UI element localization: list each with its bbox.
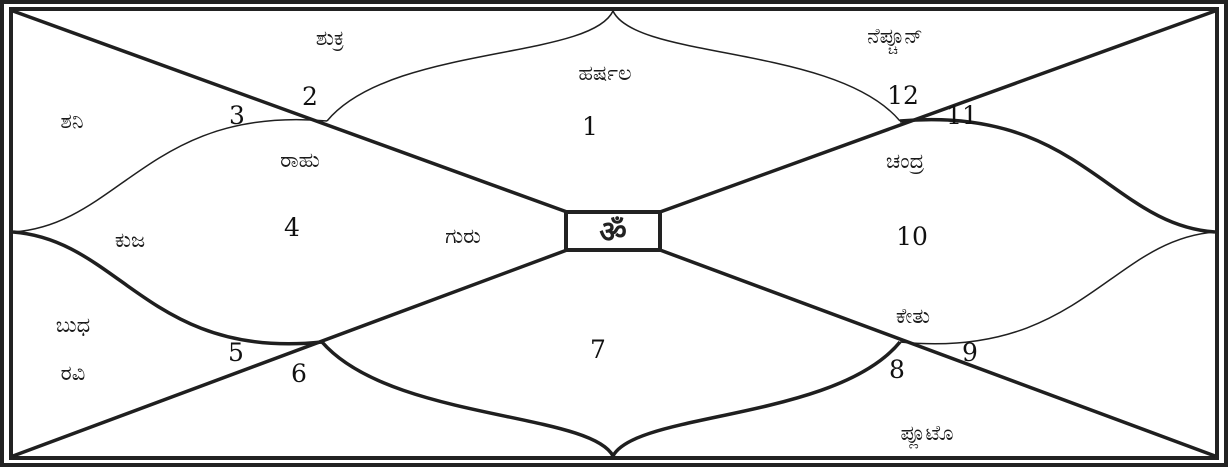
house-number-10: 10: [896, 222, 928, 251]
planet-rahu: ರಾಹು: [280, 148, 320, 172]
planet-shani: ಶನಿ: [60, 109, 83, 133]
planet-kuja: ಕುಜ: [115, 228, 145, 252]
house-number-9: 9: [962, 338, 978, 367]
planet-chandra: ಚಂದ್ರ: [886, 149, 924, 174]
house-number-3: 3: [229, 101, 245, 130]
planet-labels: ಹರ್ಷಲ ಶುಕ್ರ ಶನಿ ರಾಹು ಕುಜ ಗುರು ಬುಧ ರವಿ ಕೇ…: [56, 24, 954, 449]
house-curves: [12, 10, 1216, 457]
planet-ravi: ರವಿ: [61, 361, 86, 385]
center-box: [564, 210, 662, 252]
planet-neptune: ನೆಪ್ಚೂನ್: [867, 24, 923, 53]
planet-harshala: ಹರ್ಷಲ: [578, 61, 631, 85]
house-number-2: 2: [302, 82, 318, 111]
house-number-4: 4: [284, 213, 300, 242]
house-number-5: 5: [228, 338, 244, 367]
planet-pluto: ಪ್ಲೂಟೊ: [900, 421, 953, 449]
planet-ketu: ಕೇತು: [896, 304, 930, 328]
house-number-1: 1: [582, 112, 598, 141]
house-numbers: 1 2 3 4 5 6 7 8 9 10 11 12: [228, 81, 978, 388]
house-number-11: 11: [946, 101, 978, 130]
house-number-7: 7: [590, 335, 606, 364]
planet-guru: ಗುರು: [445, 224, 481, 248]
om-symbol: ॐ: [599, 215, 626, 250]
house-number-8: 8: [889, 355, 905, 384]
inner-frame: [9, 7, 1219, 460]
planet-shukra: ಶುಕ್ರ: [316, 26, 345, 51]
diagonal-lines: [12, 9, 1216, 458]
planet-budha: ಬುಧ: [56, 313, 90, 337]
house-number-12: 12: [887, 81, 919, 110]
house-number-6: 6: [291, 359, 307, 388]
